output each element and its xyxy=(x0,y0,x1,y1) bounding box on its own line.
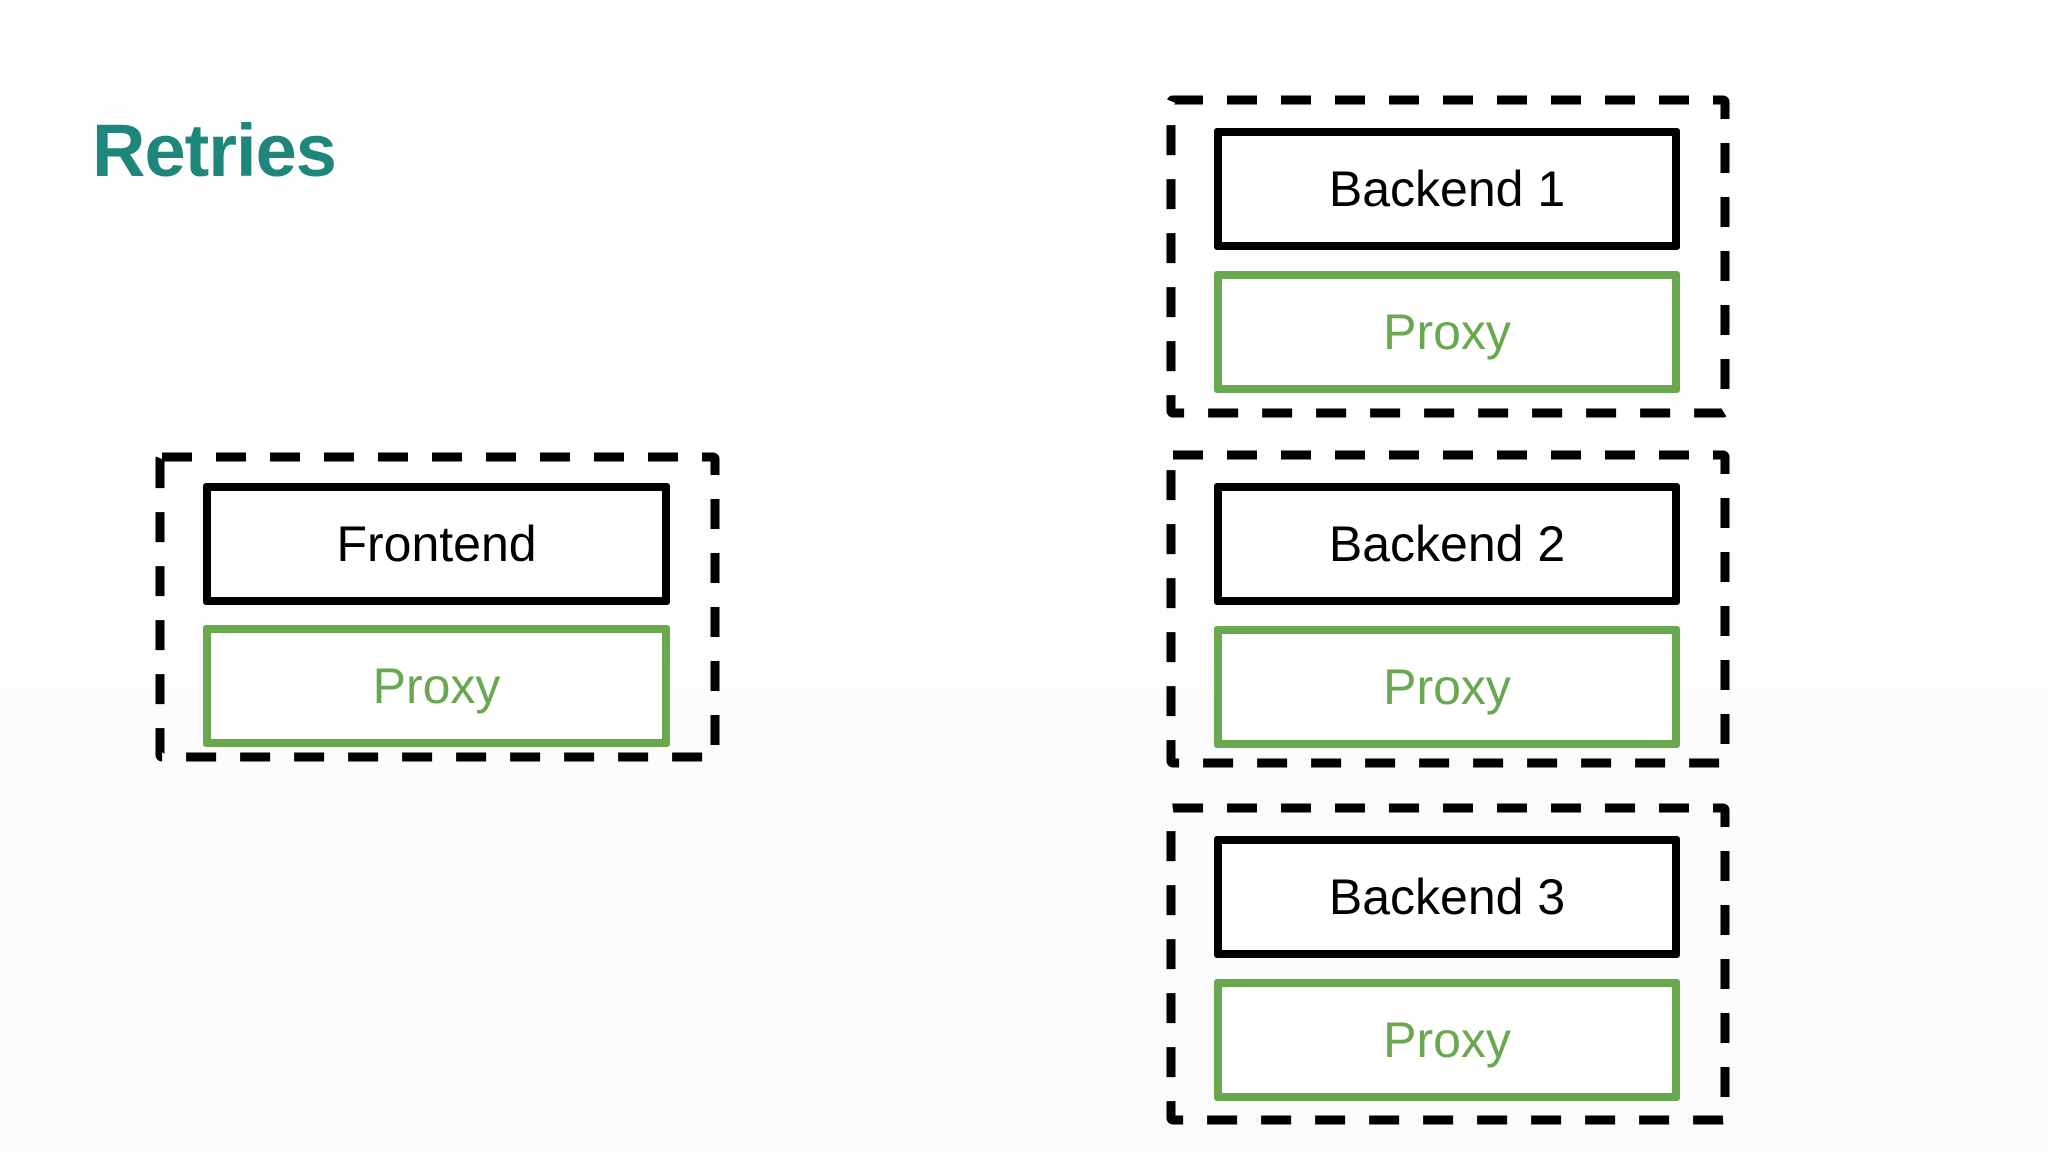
backend-1-service-label: Backend 1 xyxy=(1328,161,1566,217)
frontend-dashed-boundary xyxy=(155,452,720,762)
backend-1-proxy-label: Proxy xyxy=(1383,304,1511,360)
backend-2-service-box: Backend 2 xyxy=(1214,483,1680,605)
backend-2-cluster: Backend 2 Proxy xyxy=(1166,450,1730,768)
backend-3-dashed-boundary xyxy=(1166,803,1730,1125)
slide-title: Retries xyxy=(92,109,337,192)
backend-1-dashed-boundary xyxy=(1166,95,1730,418)
frontend-service-label: Frontend xyxy=(336,516,537,572)
backend-3-service-label: Backend 3 xyxy=(1328,869,1566,925)
backend-2-dashed-boundary xyxy=(1166,450,1730,768)
backend-1-cluster: Backend 1 Proxy xyxy=(1166,95,1730,418)
backend-3-cluster: Backend 3 Proxy xyxy=(1166,803,1730,1125)
backend-2-proxy-label: Proxy xyxy=(1383,659,1511,715)
frontend-cluster: Frontend Proxy xyxy=(155,452,720,762)
backend-3-proxy-box: Proxy xyxy=(1214,979,1680,1101)
frontend-proxy-label: Proxy xyxy=(372,658,501,714)
backend-3-proxy-label: Proxy xyxy=(1383,1012,1511,1068)
frontend-service-box: Frontend xyxy=(203,483,670,605)
backend-2-proxy-box: Proxy xyxy=(1214,626,1680,748)
backend-3-service-box: Backend 3 xyxy=(1214,836,1680,958)
backend-1-service-box: Backend 1 xyxy=(1214,128,1680,250)
backend-2-service-label: Backend 2 xyxy=(1328,516,1566,572)
backend-1-proxy-box: Proxy xyxy=(1214,271,1680,393)
frontend-proxy-box: Proxy xyxy=(203,625,670,747)
